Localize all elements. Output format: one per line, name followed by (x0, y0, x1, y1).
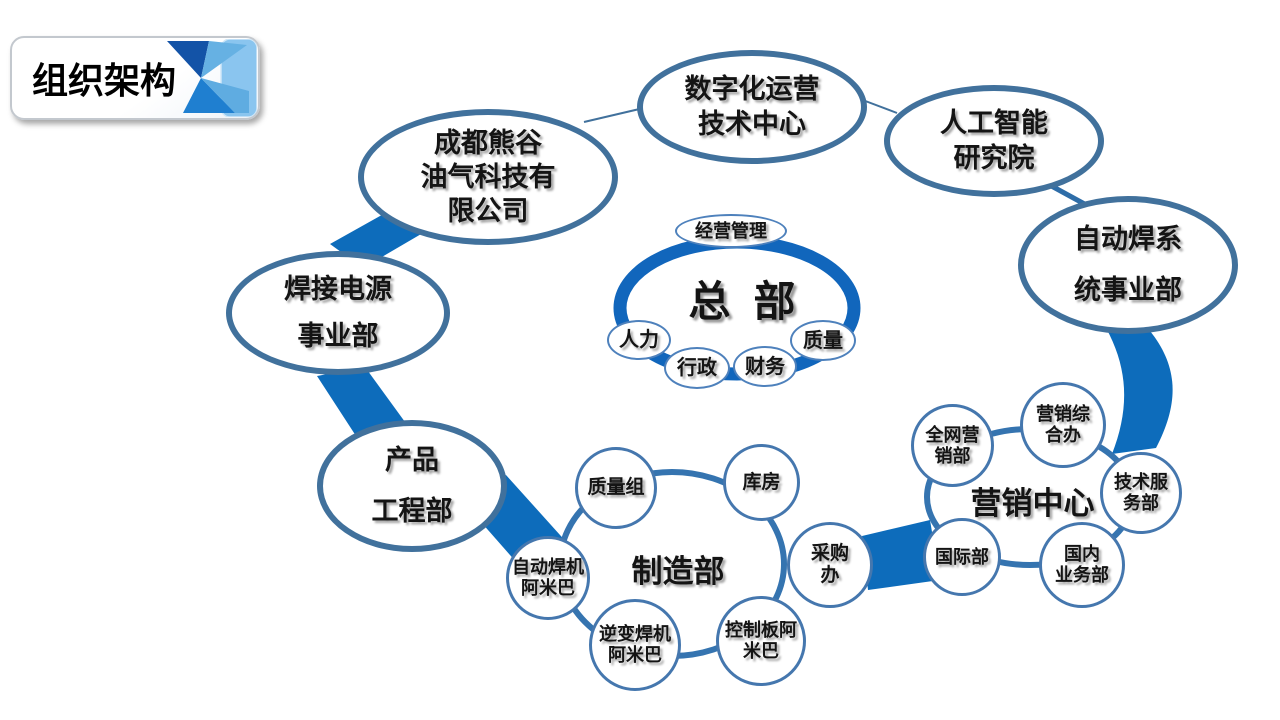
branch-welding-power-division: 焊接电源 事业部 (226, 251, 450, 375)
dept-online-sales: 全网营 销部 (911, 404, 994, 487)
dept-control-board-amoeba: 控制板阿 米巴 (716, 596, 806, 686)
dept-auto-welder-amoeba: 自动焊机 阿米巴 (506, 536, 590, 620)
manufacturing-label: 制造部 (631, 554, 725, 589)
slide-title: 组织架构 (32, 60, 177, 101)
dept-procurement-office: 采购 办 (787, 522, 873, 608)
connector-procurement-international (862, 520, 940, 590)
dept-quality-group: 质量组 (575, 447, 657, 529)
badge-x-icon (167, 39, 257, 117)
dept-warehouse: 库房 (723, 444, 800, 521)
dept-hr: 人力 (607, 320, 671, 360)
branch-product-engineering: 产品 工程部 (317, 420, 507, 552)
headquarters-label: 总部 (688, 278, 819, 325)
dept-international: 国际部 (923, 518, 1001, 596)
dept-quality: 质量 (790, 320, 856, 361)
connector-weldingpower-product (317, 367, 405, 436)
marketing-label: 营销中心 (970, 486, 1095, 521)
connector-autowelding-marketing (1106, 328, 1173, 454)
dept-tech-service: 技术服 务部 (1100, 452, 1182, 534)
dept-marketing-general-office: 营销综 合办 (1020, 382, 1106, 468)
branch-auto-welding-division: 自动焊系 统事业部 (1018, 196, 1238, 334)
branch-chengdu-xiongu: 成都熊谷 油气科技有 限公司 (358, 109, 618, 245)
dept-admin: 行政 (664, 347, 730, 389)
dept-management: 经营管理 (675, 214, 787, 248)
branch-ai-institute: 人工智能 研究院 (884, 85, 1104, 197)
slide-title-badge: 组织架构 (10, 36, 260, 120)
branch-digital-ops-center: 数字化运营 技术中心 (637, 50, 867, 164)
dept-finance: 财务 (733, 346, 797, 387)
dept-inverter-welder-amoeba: 逆变焊机 阿米巴 (589, 599, 681, 691)
dept-domestic-business: 国内 业务部 (1039, 522, 1125, 608)
